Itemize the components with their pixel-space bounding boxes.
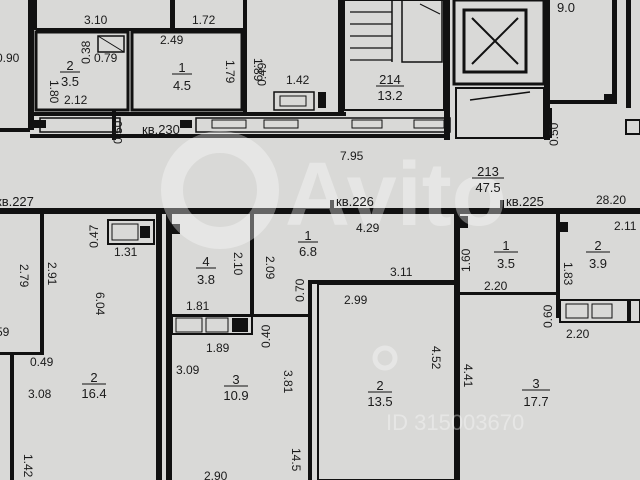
room-number: 3	[532, 376, 539, 391]
dimension-label: 3.10	[84, 13, 108, 27]
apartment-labels: кв.230 кв.227 кв.226 кв.225	[0, 122, 544, 209]
dimension-label: 3.08	[28, 387, 52, 401]
dimension-label: 2.20	[566, 327, 590, 341]
dimension-label: 0.38	[79, 40, 93, 64]
dimension-label: 1.72	[192, 13, 216, 27]
dimension-label: 2.90	[204, 469, 228, 480]
room-area: 6.8	[299, 244, 317, 259]
dimension-label: 6.04	[93, 292, 107, 316]
dimension-label: 0.79	[94, 51, 118, 65]
dimension-label: 1.79	[223, 60, 237, 84]
dimension-label: 4.52	[429, 346, 443, 370]
dimension-label: 3.81	[281, 370, 295, 394]
dimension-label: 0.47	[87, 224, 101, 248]
room-number: 1	[304, 228, 311, 243]
vertical-dimension-labels: 0.38 1.80 1.79 1.89 0.49 0.50 0.50 0.47 …	[17, 40, 575, 477]
room-number: 1	[502, 238, 509, 253]
dimension-label: 0.60	[541, 304, 555, 328]
upper-walls	[0, 0, 640, 140]
dimension-label: 0.50	[111, 120, 125, 144]
dimension-label: 2.10	[231, 252, 245, 276]
room-area: 13.5	[367, 394, 392, 409]
room-area: 9.0	[557, 0, 575, 15]
dimension-label: 1.83	[561, 262, 575, 286]
room-number: 2	[66, 58, 73, 73]
dimension-label: 3.11	[390, 265, 413, 279]
room-area: 3.5	[61, 74, 79, 89]
dimension-label: 1.31	[114, 245, 138, 259]
watermark: Avito ID 315003670	[161, 131, 524, 435]
room-number: 1	[178, 60, 185, 75]
room-number: 2	[90, 370, 97, 385]
apartment-227: кв.227	[0, 194, 34, 209]
dimension-label: 2.79	[17, 264, 31, 288]
room-number: 214	[379, 72, 401, 87]
dimension-label: 28.20	[596, 193, 626, 207]
dimension-label: 1.80	[47, 80, 61, 104]
dimension-label: 59	[0, 325, 10, 339]
watermark-id: ID 315003670	[386, 410, 524, 435]
dimension-label: 2.09	[263, 256, 277, 280]
dimension-label: 0.49	[30, 355, 54, 369]
room-area: 47.5	[475, 180, 500, 195]
dimension-label: 1.81	[186, 299, 210, 313]
dimension-labels: 3.10 1.72 0.90 2.49 0.79 2.12 1.42 7.95 …	[0, 13, 637, 480]
room-area: 3.5	[497, 256, 515, 271]
dimension-label: 2.11	[614, 219, 637, 233]
room-number: 213	[477, 164, 499, 179]
dimension-label: 1.42	[286, 73, 310, 87]
dimension-label: 4.41	[461, 364, 475, 388]
apartment-230: кв.230	[142, 122, 180, 137]
dimension-label: 2.99	[344, 293, 368, 307]
room-number: 2	[594, 238, 601, 253]
room-labels: 2 3.5 1 4.5 214 13.2 9.0 213 47.5 2 16.4…	[60, 0, 610, 409]
room-area: 17.7	[523, 394, 548, 409]
dimension-label: 1.42	[21, 454, 35, 478]
dimension-label: 7.95	[340, 149, 364, 163]
dimension-label: 0.50	[547, 122, 561, 146]
dimension-label: 2.20	[484, 279, 508, 293]
room-area: 3.9	[589, 256, 607, 271]
room-number: 2	[376, 378, 383, 393]
dimension-label: 2.12	[64, 93, 88, 107]
dimension-label: 2.49	[160, 33, 184, 47]
watermark-brand: Avito	[285, 145, 507, 245]
apartment-225: кв.225	[506, 194, 544, 209]
dimension-label: 0.40	[259, 324, 273, 348]
dimension-label: 3.09	[176, 363, 200, 377]
room-number: 4	[202, 254, 209, 269]
dimension-label: 0.49	[255, 62, 269, 86]
dimension-label: 1.89	[251, 58, 265, 82]
room-number: 3	[232, 372, 239, 387]
room-area: 4.5	[173, 78, 191, 93]
room-area: 16.4	[81, 386, 106, 401]
dimension-label: 14.5	[289, 448, 303, 472]
dimension-label: 4.29	[356, 221, 380, 235]
dimension-label: 1.60	[459, 248, 473, 272]
dimension-label: 0.70	[293, 278, 307, 302]
room-area: 3.8	[197, 272, 215, 287]
dimension-label: 0.90	[0, 51, 20, 65]
lower-walls	[0, 200, 640, 480]
apartment-226: кв.226	[336, 194, 374, 209]
room-area: 10.9	[223, 388, 248, 403]
room-area: 13.2	[377, 88, 402, 103]
dimension-label: 2.91	[45, 262, 59, 286]
dimension-label: 1.89	[206, 341, 230, 355]
